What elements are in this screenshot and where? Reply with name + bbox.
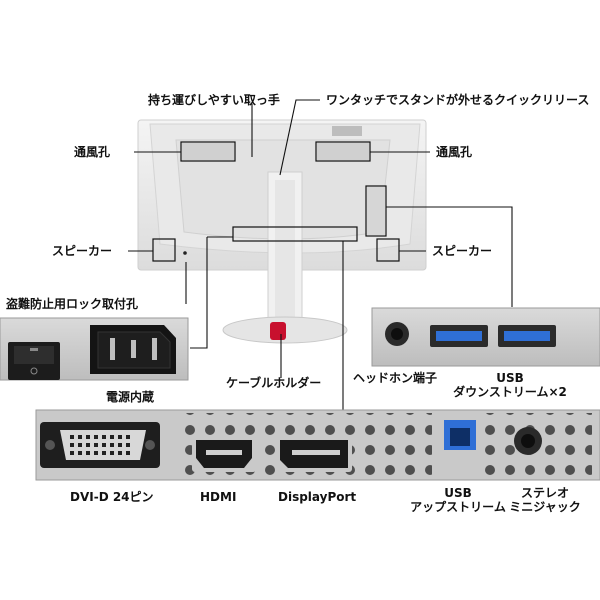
label-vent-right: 通風孔 [436,145,473,159]
power-panel [0,317,189,381]
label-usb-up: USB アップストリーム [408,486,508,514]
monitor-stand [222,171,348,344]
label-usb-down-line1: USB [496,371,524,385]
label-speaker-right: スピーカー [432,244,493,258]
usb-headphone-panel [371,307,600,367]
label-usb-up-line2: アップストリーム [410,500,506,514]
label-security-slot: 盗難防止用ロック取付孔 [6,297,139,311]
label-vent-left: 通風孔 [74,145,111,159]
label-stereo-line1: ステレオ [520,486,569,500]
label-cable-holder: ケーブルホルダー [226,376,322,390]
cable-holder-red [270,322,286,340]
hdmi-port [192,436,256,472]
displayport-port [276,436,352,472]
speaker-right-box [376,238,400,262]
label-stereo-line2: ミニジャック [509,500,581,514]
label-usb-up-line1: USB [444,486,472,500]
speaker-left-box [152,238,176,262]
label-headphone: ヘッドホン端子 [353,371,438,385]
label-stereo: ステレオ ミニジャック [500,486,590,514]
brand-logo [332,126,362,136]
connector-panel [35,409,600,481]
label-handle: 持ち運びしやすい取っ手 [148,93,280,107]
usb-up-port [440,414,480,454]
label-quick-release: ワンタッチでスタンドが外せるクイックリリース [326,93,590,107]
label-usb-down-line2: ダウンストリーム×2 [453,385,567,399]
label-displayport: DisplayPort [278,490,357,504]
label-speaker-left: スピーカー [52,244,113,258]
dvi-port [40,422,160,468]
port-area-box [232,226,358,242]
label-hdmi: HDMI [200,490,237,504]
label-usb-down: USB ダウンストリーム×2 [430,371,590,399]
stereo-jack [514,427,542,455]
label-dvi: DVI-D 24ピン [70,490,154,504]
label-power: 電源内蔵 [106,390,155,404]
usb-side-box [365,185,387,237]
